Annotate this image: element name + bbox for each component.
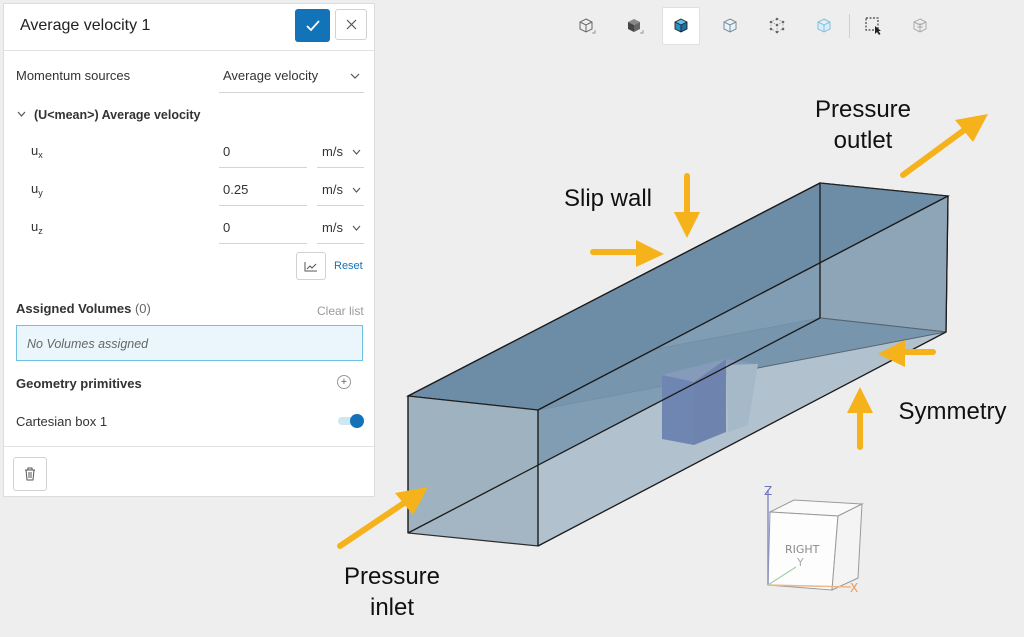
cube-points-icon [769, 17, 785, 34]
label-symmetry: Symmetry [898, 398, 1007, 425]
line-chart-icon [304, 261, 317, 271]
panel-title: Average velocity 1 [20, 17, 151, 34]
hidden-parts-icon [913, 18, 927, 33]
average-velocity-section-toggle[interactable]: (U<mean>) Average velocity [14, 106, 264, 126]
select-underline [219, 92, 364, 93]
viewcube-axis-y: Y [797, 556, 804, 569]
check-icon [305, 19, 320, 31]
chevron-down-icon [352, 187, 361, 193]
cube-wire-icon [723, 18, 737, 33]
cube-shaded-icon [674, 18, 688, 33]
toolbar-view-shaded[interactable] [662, 7, 700, 45]
close-icon [346, 19, 356, 30]
viewcube-axis-x: X [850, 581, 859, 595]
assigned-volumes-label: Assigned Volumes (0) [16, 301, 151, 316]
chevron-down-icon [350, 73, 360, 79]
section-title: (U<mean>) Average velocity [34, 108, 201, 122]
close-button[interactable] [335, 9, 367, 40]
uz-input[interactable]: 0 [223, 220, 231, 235]
no-volumes-text: No Volumes assigned [27, 337, 149, 351]
toolbar-view-outline[interactable] [567, 7, 605, 45]
reset-link[interactable]: Reset [334, 260, 363, 272]
confirm-button[interactable] [295, 9, 330, 42]
add-primitive-button[interactable]: + [337, 375, 351, 389]
assigned-volumes-count: (0) [134, 301, 151, 316]
average-velocity-panel: Average velocity 1 Momentum sources Aver… [3, 3, 375, 497]
momentum-sources-select[interactable]: Average velocity [219, 60, 364, 92]
assigned-volumes-box[interactable]: No Volumes assigned [16, 325, 363, 361]
arrow-outlet [900, 125, 970, 178]
view-cube[interactable] [767, 490, 864, 591]
delete-button[interactable] [13, 457, 47, 491]
momentum-sources-label: Momentum sources [16, 68, 131, 83]
cube-outline-icon [579, 18, 596, 34]
ux-unit-select[interactable]: m/s [322, 137, 366, 165]
toolbar-view-transparent[interactable] [805, 7, 843, 45]
primitive-item-label: Cartesian box 1 [16, 414, 108, 429]
toolbar-view-solid[interactable] [615, 7, 653, 45]
momentum-sources-value: Average velocity [223, 68, 319, 83]
ux-input[interactable]: 0 [223, 144, 231, 159]
toolbar-box-select[interactable] [855, 7, 893, 45]
clear-list-link[interactable]: Clear list [317, 304, 364, 318]
label-pressure-inlet: Pressure inlet [343, 563, 441, 622]
arrow-inlet [337, 500, 407, 549]
trash-icon [25, 467, 35, 481]
box-edges [407, 182, 949, 547]
toolbar-hidden-parts[interactable] [901, 7, 939, 45]
chevron-down-icon [17, 111, 26, 117]
label-slip-wall: Slip wall [563, 185, 653, 212]
arrow-outlet-head [955, 114, 988, 142]
annotation-arrows [337, 114, 988, 549]
uy-label: uy [31, 181, 43, 198]
toolbar-view-wireframe[interactable] [711, 7, 749, 45]
uy-input[interactable]: 0.25 [223, 182, 249, 197]
cube-transparent-icon [817, 18, 831, 33]
ux-label: ux [31, 143, 43, 160]
plus-icon: + [340, 375, 348, 388]
toolbar-divider [849, 14, 850, 38]
uz-unit-select[interactable]: m/s [322, 213, 366, 241]
toolbar-view-points[interactable] [758, 7, 796, 45]
box-select-icon [865, 17, 881, 35]
uz-label: uz [31, 219, 43, 236]
label-pressure-outlet: Pressure outlet [814, 96, 912, 155]
chart-button[interactable] [296, 252, 326, 280]
front-face [538, 196, 948, 546]
cube-solid-icon [628, 19, 644, 34]
viewcube-face-label: RIGHT [785, 543, 820, 556]
chevron-down-icon [352, 225, 361, 231]
primitive-toggle[interactable] [338, 414, 364, 428]
chevron-down-icon [352, 149, 361, 155]
geometry-primitives-label: Geometry primitives [16, 376, 142, 391]
panel-header: Average velocity 1 [4, 4, 374, 51]
viewcube-axis-z: Z [764, 484, 773, 498]
uy-unit-select[interactable]: m/s [322, 175, 366, 203]
